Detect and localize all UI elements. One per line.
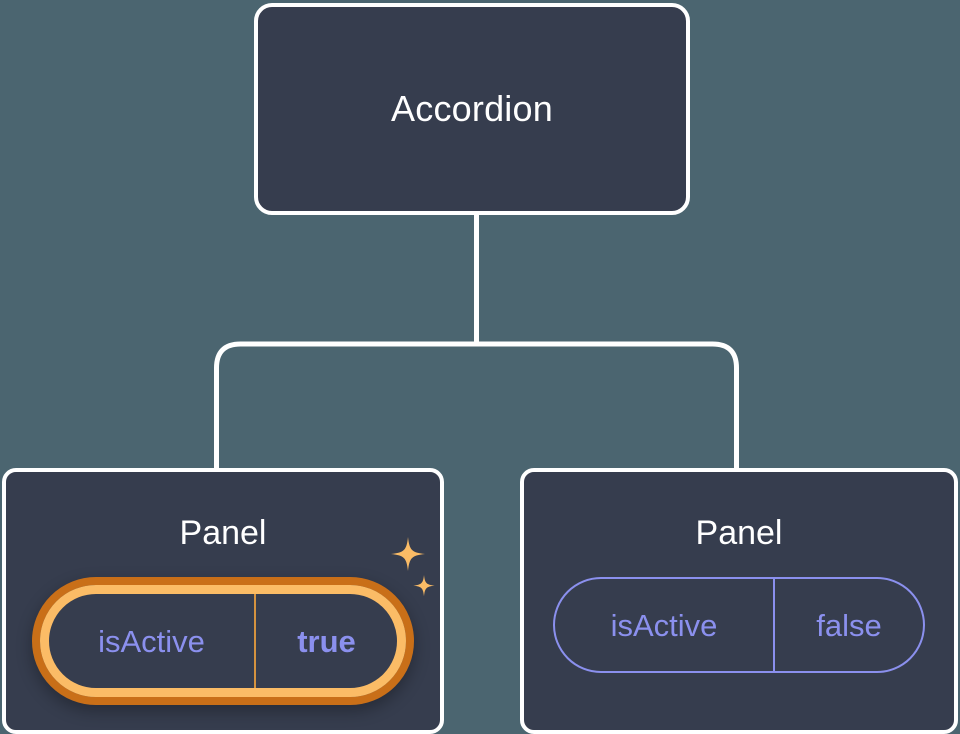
prop-key: isActive [98, 623, 205, 659]
prop-pill-inactive-wrap: isActive false [524, 577, 954, 673]
prop-pill-active-wrap: isActive true [6, 577, 440, 705]
node-panel-active-label: Panel [179, 514, 267, 552]
branch-line [214, 341, 739, 470]
node-accordion[interactable]: Accordion [254, 3, 690, 215]
node-panel-inactive[interactable]: Panel isActive false [520, 468, 958, 734]
prop-pill-isactive-false[interactable]: isActive false [553, 577, 925, 673]
node-panel-inactive-label: Panel [695, 514, 783, 552]
prop-pill-inner: isActive true [40, 585, 406, 697]
node-accordion-label: Accordion [391, 88, 553, 129]
prop-value: false [773, 579, 923, 671]
prop-key: isActive [610, 607, 718, 643]
prop-value: true [254, 594, 397, 688]
prop-pill-isactive-true[interactable]: isActive true [32, 577, 414, 705]
node-panel-active[interactable]: Panel isActive true [2, 468, 444, 734]
